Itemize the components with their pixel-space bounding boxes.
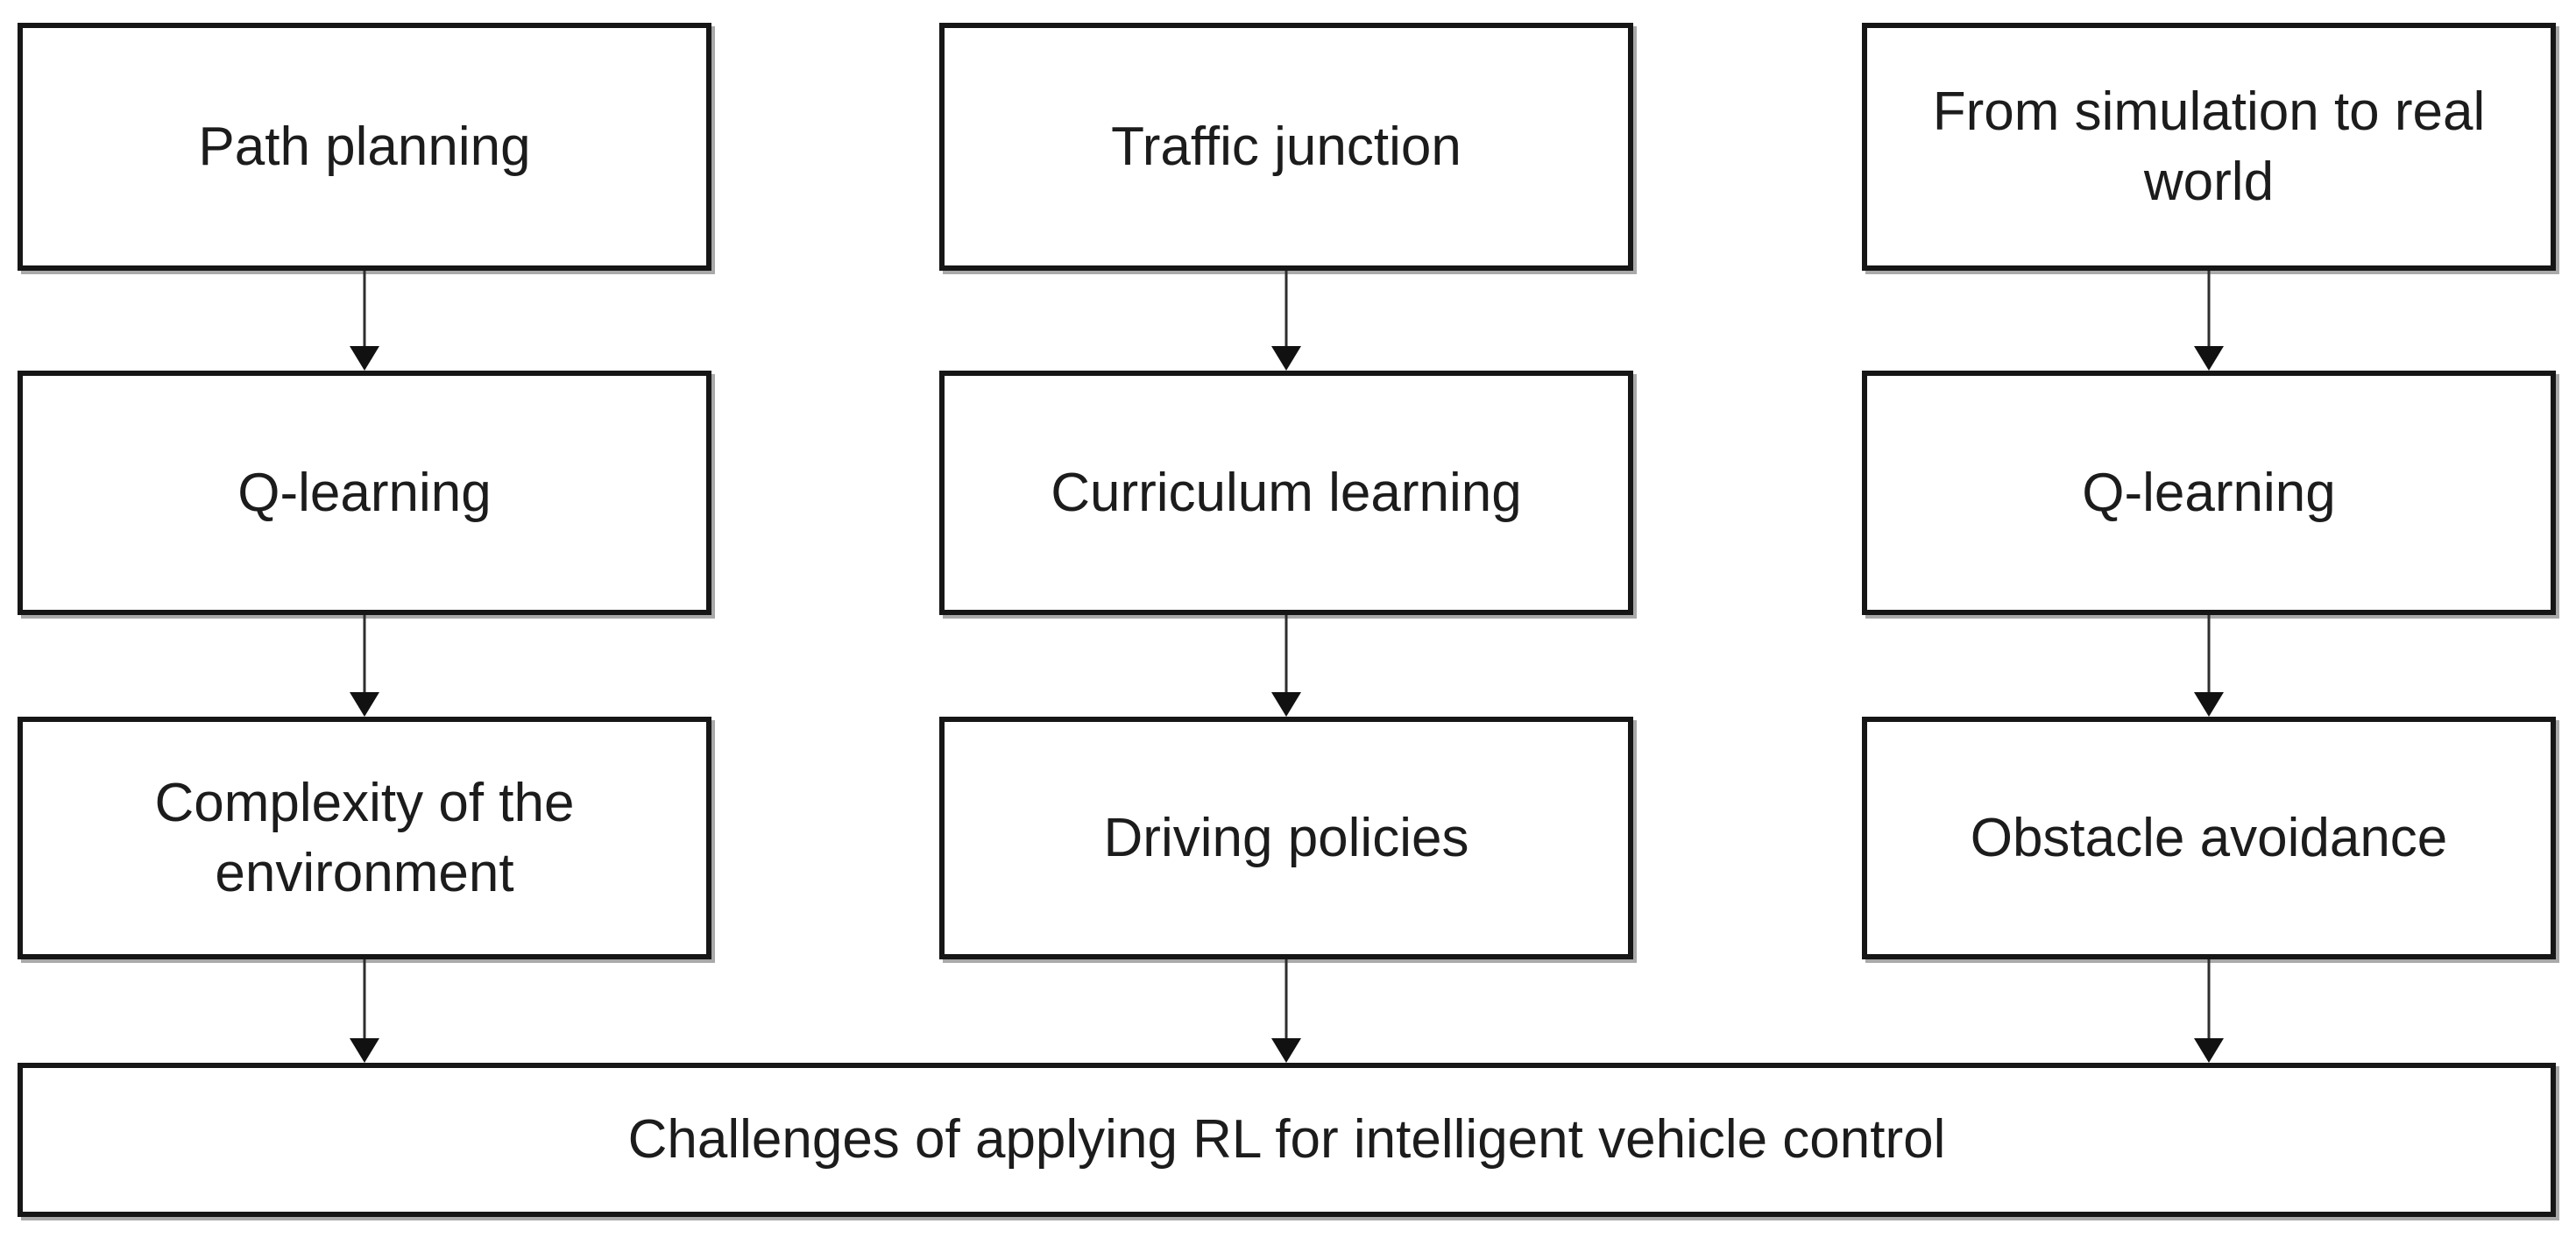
box-simulation-to-real-world: From simulation to real world bbox=[1862, 23, 2556, 271]
arrow-down-icon bbox=[2193, 271, 2225, 371]
arrow-down-icon bbox=[1270, 959, 1302, 1063]
box-label: Q-learning bbox=[237, 462, 492, 523]
arrowhead-icon bbox=[350, 346, 379, 371]
arrowhead-icon bbox=[2194, 1038, 2224, 1063]
box-path-planning: Path planning bbox=[18, 23, 711, 271]
arrow-shaft bbox=[363, 959, 366, 1038]
box-traffic-junction: Traffic junction bbox=[939, 23, 1633, 271]
box-label: Complexity of the environment bbox=[154, 773, 575, 903]
arrow-shaft bbox=[2207, 959, 2211, 1038]
arrow-shaft bbox=[363, 615, 366, 692]
arrow-down-icon bbox=[2193, 959, 2225, 1063]
box-label: Traffic junction bbox=[1111, 116, 1461, 177]
arrowhead-icon bbox=[2194, 692, 2224, 717]
arrowhead-icon bbox=[350, 1038, 379, 1063]
arrowhead-icon bbox=[1271, 1038, 1301, 1063]
box-label: Obstacle avoidance bbox=[1970, 807, 2448, 868]
arrow-shaft bbox=[1284, 959, 1288, 1038]
arrow-down-icon bbox=[349, 959, 380, 1063]
box-q-learning-right: Q-learning bbox=[1862, 371, 2556, 615]
box-challenges-rl-vehicle-control: Challenges of applying RL for intelligen… bbox=[18, 1063, 2556, 1217]
arrow-shaft bbox=[1284, 271, 1288, 346]
arrow-down-icon bbox=[1270, 271, 1302, 371]
box-complexity-of-environment: Complexity of the environment bbox=[18, 717, 711, 959]
box-label: Path planning bbox=[198, 116, 531, 177]
arrowhead-icon bbox=[1271, 692, 1301, 717]
box-label: From simulation to real world bbox=[1932, 81, 2486, 212]
arrow-down-icon bbox=[1270, 615, 1302, 717]
box-driving-policies: Driving policies bbox=[939, 717, 1633, 959]
box-q-learning-left: Q-learning bbox=[18, 371, 711, 615]
box-label: Challenges of applying RL for intelligen… bbox=[627, 1109, 1946, 1171]
box-label: Q-learning bbox=[2082, 462, 2336, 523]
arrowhead-icon bbox=[2194, 346, 2224, 371]
box-curriculum-learning: Curriculum learning bbox=[939, 371, 1633, 615]
box-label: Driving policies bbox=[1103, 807, 1469, 868]
arrow-shaft bbox=[2207, 615, 2211, 692]
arrow-down-icon bbox=[349, 271, 380, 371]
arrowhead-icon bbox=[350, 692, 379, 717]
arrow-down-icon bbox=[349, 615, 380, 717]
arrow-shaft bbox=[1284, 615, 1288, 692]
arrow-shaft bbox=[363, 271, 366, 346]
box-label: Curriculum learning bbox=[1051, 462, 1522, 523]
arrow-shaft bbox=[2207, 271, 2211, 346]
arrow-down-icon bbox=[2193, 615, 2225, 717]
box-obstacle-avoidance: Obstacle avoidance bbox=[1862, 717, 2556, 959]
arrowhead-icon bbox=[1271, 346, 1301, 371]
